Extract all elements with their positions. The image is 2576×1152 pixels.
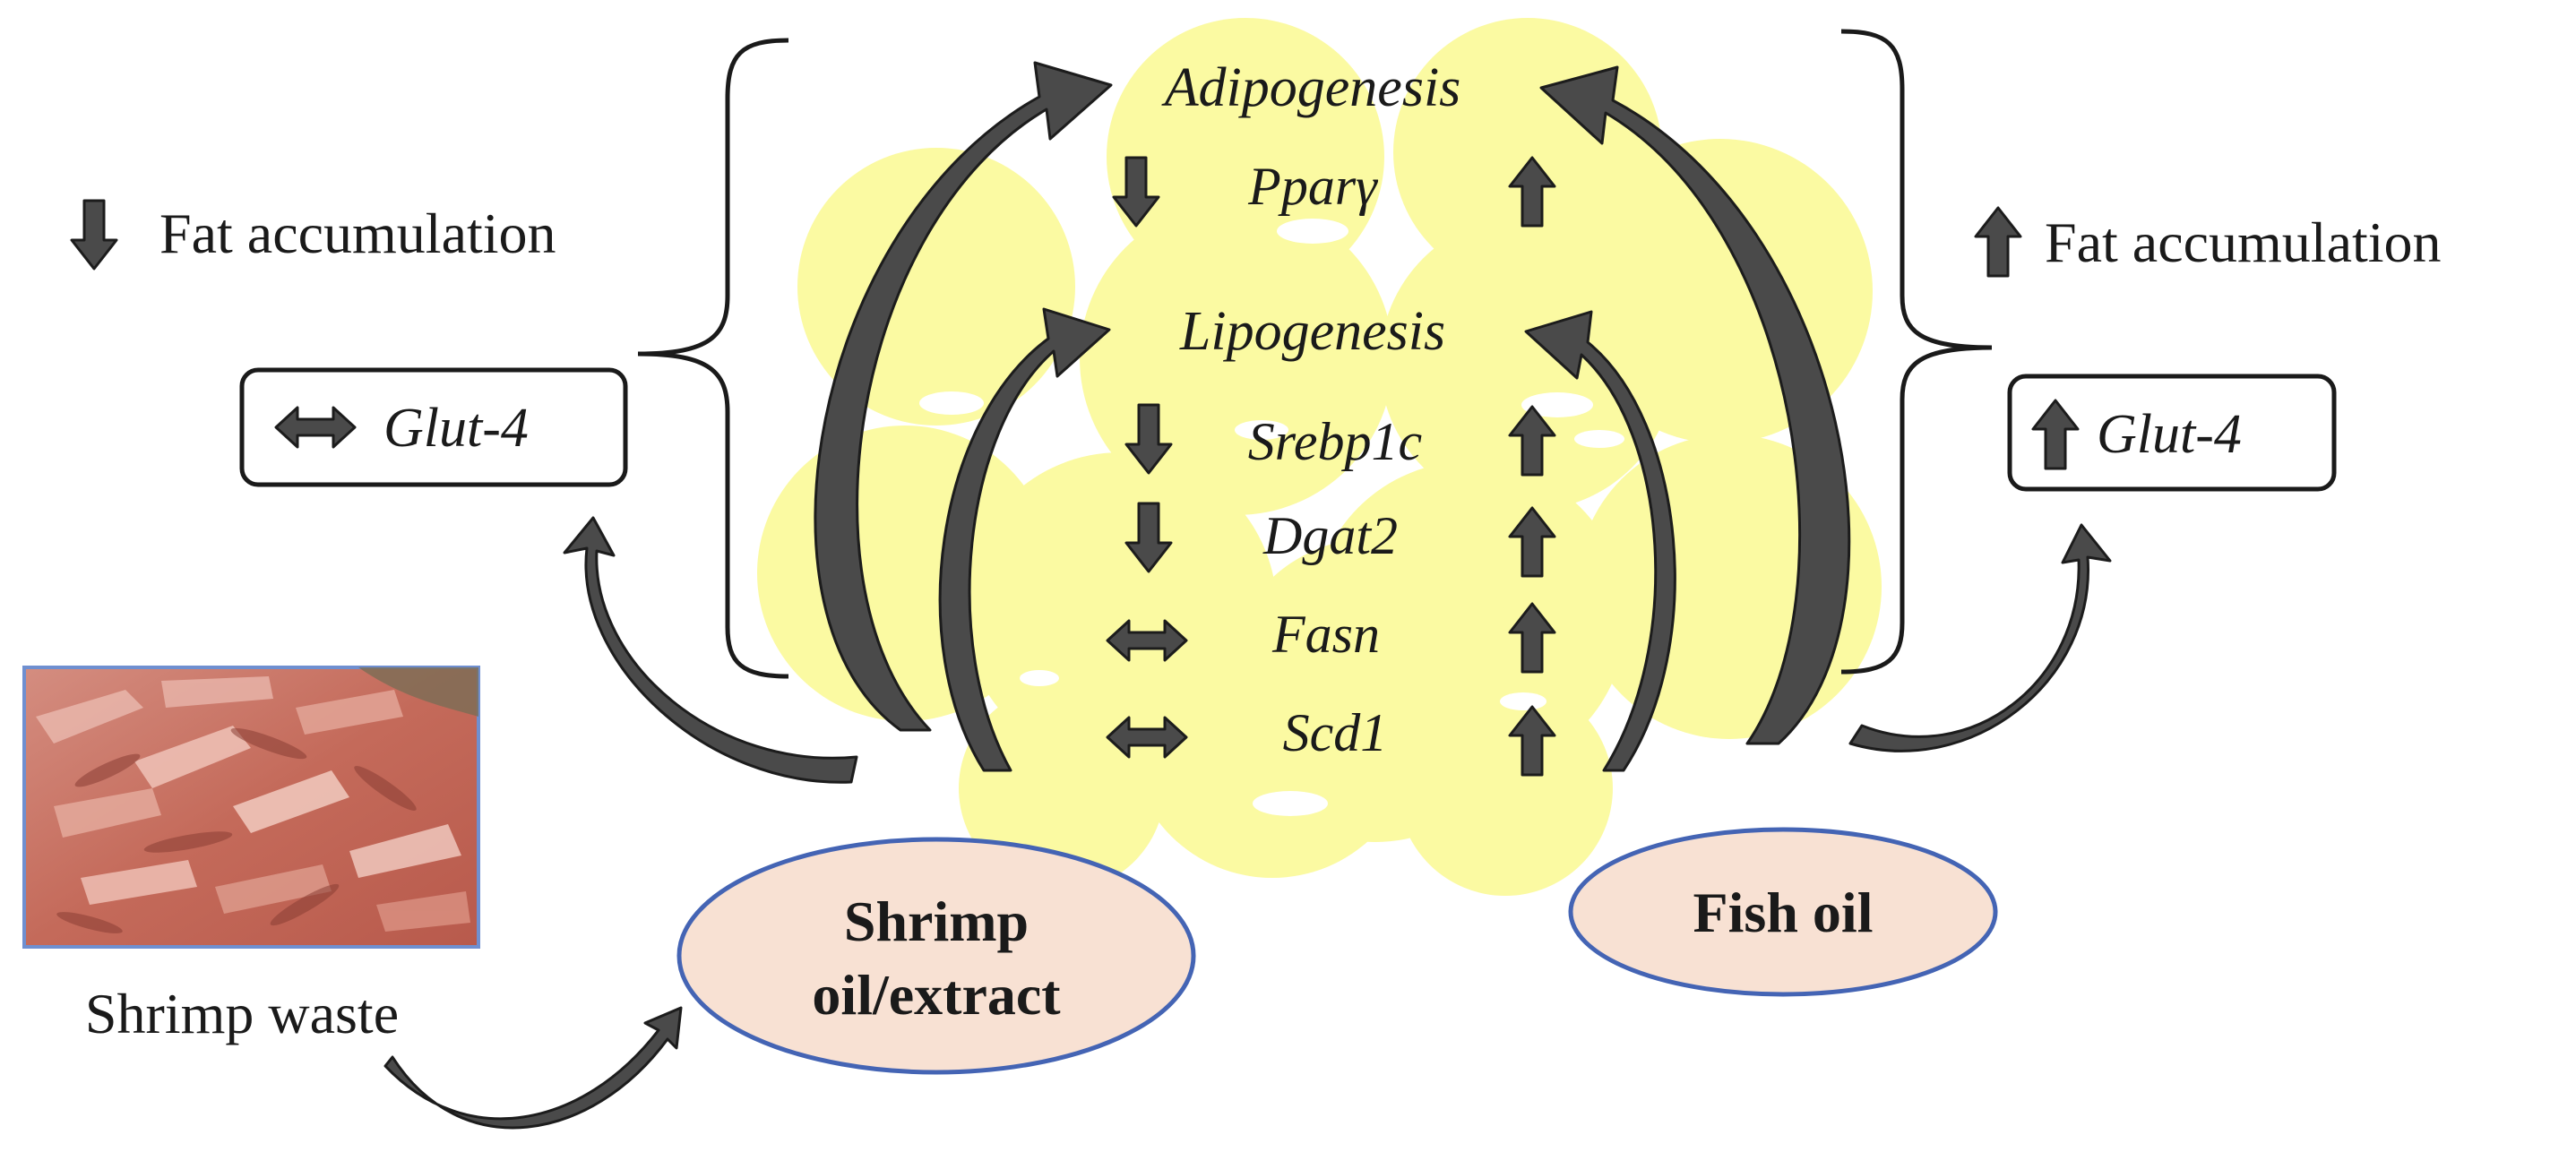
- shrimp-glut4-label: Glut-4: [383, 398, 529, 459]
- shrimp-waste-photo: [22, 666, 480, 949]
- waste-to-oil-arrow: [383, 1006, 683, 1130]
- fish-oil-label: Fish oil: [1693, 881, 1874, 944]
- down-arrow-icon: [70, 199, 118, 271]
- fish-fat-accumulation-label: Fat accumulation: [2045, 211, 2442, 274]
- shrimp-curved-arrows: [563, 61, 1113, 784]
- adipocyte-gaps: [919, 219, 1624, 816]
- gene-label-srebp1c: Srebp1c: [1248, 412, 1422, 471]
- shrimp-oil-label-line1: Shrimp: [844, 890, 1029, 953]
- shrimp-glut4-box: Glut-4: [239, 367, 628, 487]
- shrimp-fat-accumulation-label: Fat accumulation: [159, 202, 556, 265]
- shrimp-oil-treatment: Shrimp oil/extract: [676, 837, 1196, 1075]
- up-arrow-icon: [1974, 206, 2022, 278]
- lipogenesis-label: Lipogenesis: [1179, 301, 1445, 362]
- right-brace: [1840, 29, 1993, 675]
- shrimp-oil-label-line2: oil/extract: [812, 963, 1061, 1027]
- left-brace: [637, 38, 789, 679]
- fish-glut4-box: Glut-4: [2007, 374, 2337, 492]
- shrimp-waste-label: Shrimp waste: [85, 982, 399, 1045]
- gene-label-scd1: Scd1: [1283, 703, 1388, 762]
- fish-curved-arrows: [1524, 65, 2112, 772]
- fish-glut4-label: Glut-4: [2097, 404, 2242, 465]
- gene-label-ppary: Pparγ: [1247, 157, 1378, 216]
- gene-label-fasn: Fasn: [1271, 605, 1380, 664]
- gene-label-dgat2: Dgat2: [1262, 506, 1398, 565]
- adipogenesis-label: Adipogenesis: [1161, 57, 1461, 118]
- fish-oil-treatment: Fish oil: [1568, 827, 1998, 997]
